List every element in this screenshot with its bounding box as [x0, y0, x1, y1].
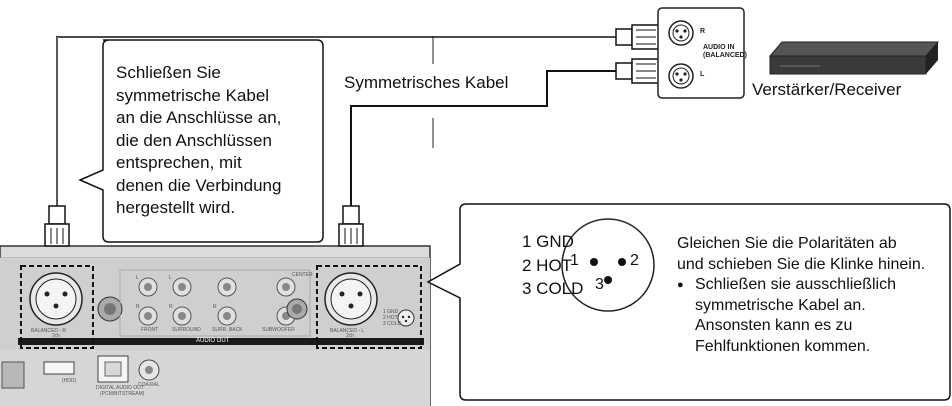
pin-legend-gnd: 1 GND [522, 232, 574, 251]
rca-group [119, 269, 311, 337]
plug-balanced-r [44, 205, 70, 247]
rear-panel [0, 245, 431, 406]
receiver-label: Verstärker/Receiver [752, 80, 902, 99]
pin-number-1: 1 [570, 252, 579, 269]
polarity-instruction: Gleichen Sie die Polaritäten ab und schi… [677, 235, 926, 273]
polarity-info: Gleichen Sie die Polaritäten ab und schi… [677, 234, 927, 357]
instruction-callout [78, 39, 324, 243]
lan-port [1, 361, 25, 389]
front-label: FRONT [141, 327, 159, 333]
balanced-cable-warning: Schließen sie ausschließlich symmetrisch… [677, 275, 927, 357]
ch-right-label: 2ch [346, 333, 355, 339]
surr-back-label: SURR. BACK [212, 327, 243, 333]
xlr-balanced-r [29, 272, 83, 326]
receiver-input-panel [657, 7, 745, 99]
usb-port [43, 361, 75, 375]
l-label-2: L [169, 275, 172, 281]
digital-audio-out-label: DIGITAL AUDIO OUT [96, 385, 144, 391]
pin-legend: 1 GND 2 HOT 3 COLD [522, 230, 583, 301]
xlr-balanced-l [324, 272, 378, 326]
audio-in-subtitle: (BALANCED) [703, 52, 747, 59]
r-label-1: R [136, 304, 140, 310]
audio-out-bar [18, 338, 424, 345]
subwoofer-label: SUBWOOFER [262, 327, 295, 333]
mini-pin-diagram [397, 309, 415, 327]
pin-number-3: 3 [595, 276, 604, 293]
l-label-1: L [136, 275, 139, 281]
pin-legend-cold: 3 COLD [522, 279, 584, 298]
plug-receiver-l [615, 58, 661, 84]
usb-label: (HDD) [62, 378, 77, 384]
audio-out-label: AUDIO OUT [196, 338, 230, 344]
instruction-text: Schließen Sie symmetrische Kabel an die … [116, 63, 282, 217]
mini-gnd-label: 1 GND [383, 309, 399, 315]
xlr-pin-diagram [561, 218, 655, 312]
center-label: CENTER [292, 272, 313, 278]
surround-label: SURROUND [172, 327, 201, 333]
r-label-2: R [169, 304, 173, 310]
coaxial-label: COAXIAL [138, 382, 160, 388]
balanced-l-highlight [316, 265, 422, 349]
pin-legend-hot: 2 HOT [522, 255, 573, 275]
mini-hot-label: 2 HOT [383, 315, 398, 321]
balanced-l-label: BALANCED - L [330, 328, 365, 334]
ch-left-label: 2ch [52, 333, 61, 339]
pcm-bitstream-label: (PCM/BITSTREAM) [100, 391, 145, 397]
balanced-r-label: BALANCED - R [31, 328, 67, 334]
receiver-device [768, 41, 940, 75]
port-r-label: R [700, 28, 706, 35]
rca-jacks [138, 277, 296, 326]
cable-lines [56, 36, 616, 212]
balanced-r-highlight [20, 265, 94, 349]
plug-receiver-r [615, 24, 661, 50]
r-label-3: R [213, 304, 217, 310]
plug-balanced-l [338, 205, 364, 247]
audio-in-title: AUDIO IN [703, 44, 735, 51]
cable-l [350, 70, 616, 212]
mini-cold-label: 3 COLD [383, 321, 402, 327]
cable-label: Symmetrisches Kabel [344, 73, 509, 92]
port-l-label: L [700, 71, 705, 78]
pin-number-2: 2 [630, 252, 639, 269]
